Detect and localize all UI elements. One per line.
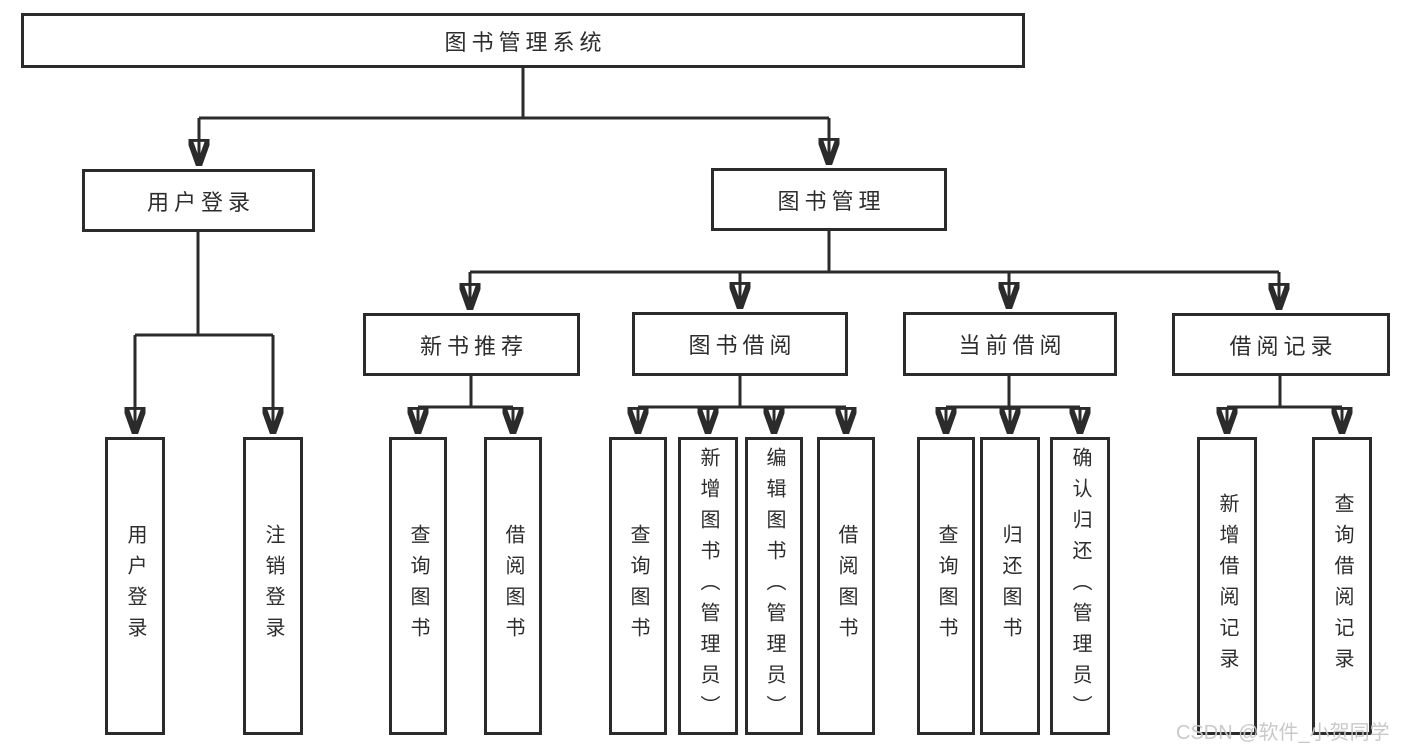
leaf-query-borrow-record: 查询借阅记录 bbox=[1312, 437, 1372, 735]
node-book-borrow: 图书借阅 bbox=[632, 312, 848, 376]
leaf-borrow-books-borrow-label: 借阅图书 bbox=[835, 524, 857, 648]
leaf-query-books-current: 查询图书 bbox=[917, 437, 975, 735]
leaf-user-login-label: 用户登录 bbox=[124, 524, 146, 648]
leaf-add-books-admin: 新增图书（管理员） bbox=[678, 437, 738, 735]
leaf-query-borrow-record-label: 查询借阅记录 bbox=[1331, 493, 1353, 679]
node-new-book-recommend-label: 新书推荐 bbox=[419, 333, 528, 359]
leaf-add-borrow-record: 新增借阅记录 bbox=[1197, 437, 1257, 735]
leaf-borrow-books-recommend-label: 借阅图书 bbox=[502, 524, 524, 648]
connector-borrow-records-children bbox=[1227, 376, 1342, 434]
leaf-logout-login: 注销登录 bbox=[243, 437, 303, 735]
connector-new-book-recommend-children bbox=[418, 376, 513, 434]
leaf-return-books: 归还图书 bbox=[980, 437, 1040, 735]
node-borrow-records: 借阅记录 bbox=[1172, 313, 1390, 376]
leaf-query-books-borrow: 查询图书 bbox=[609, 437, 667, 735]
node-new-book-recommend: 新书推荐 bbox=[363, 313, 580, 376]
connector-current-borrow-children bbox=[946, 376, 1080, 434]
node-book-management: 图书管理 bbox=[711, 168, 947, 231]
node-current-borrow-label: 当前借阅 bbox=[958, 333, 1067, 358]
leaf-borrow-books-borrow: 借阅图书 bbox=[817, 437, 875, 735]
node-user-login-label: 用户登录 bbox=[146, 189, 255, 215]
node-borrow-records-label: 借阅记录 bbox=[1229, 333, 1338, 359]
leaf-borrow-books-recommend: 借阅图书 bbox=[484, 437, 542, 735]
node-user-login: 用户登录 bbox=[82, 169, 315, 232]
leaf-user-login: 用户登录 bbox=[105, 437, 165, 735]
leaf-add-borrow-record-label: 新增借阅记录 bbox=[1216, 493, 1238, 679]
connector-book-borrow-children bbox=[638, 376, 846, 434]
connector-root-children bbox=[199, 68, 829, 166]
leaf-query-books-borrow-label: 查询图书 bbox=[627, 524, 649, 648]
leaf-logout-login-label: 注销登录 bbox=[262, 524, 284, 648]
connector-user-login-children bbox=[135, 232, 273, 434]
leaf-return-books-label: 归还图书 bbox=[999, 524, 1021, 648]
leaf-query-books-recommend-label: 查询图书 bbox=[407, 524, 429, 648]
node-current-borrow: 当前借阅 bbox=[903, 312, 1117, 376]
leaf-query-books-recommend: 查询图书 bbox=[389, 437, 447, 735]
node-root: 图书管理系统 bbox=[21, 13, 1025, 68]
leaf-confirm-return-admin: 确认归还（管理员） bbox=[1050, 437, 1110, 735]
leaf-edit-books-admin: 编辑图书（管理员） bbox=[745, 437, 803, 735]
node-book-management-label: 图书管理 bbox=[777, 188, 886, 214]
csdn-watermark: CSDN @软件_小贺同学 bbox=[1176, 722, 1390, 744]
leaf-query-books-current-label: 查询图书 bbox=[935, 524, 957, 648]
node-book-borrow-label: 图书借阅 bbox=[688, 333, 797, 358]
node-root-label: 图书管理系统 bbox=[444, 29, 607, 55]
leaf-edit-books-admin-label: 编辑图书（管理员） bbox=[763, 446, 785, 726]
leaf-add-books-admin-label: 新增图书（管理员） bbox=[697, 446, 719, 726]
leaf-confirm-return-admin-label: 确认归还（管理员） bbox=[1069, 446, 1091, 726]
connector-book-management-children bbox=[470, 231, 1279, 310]
